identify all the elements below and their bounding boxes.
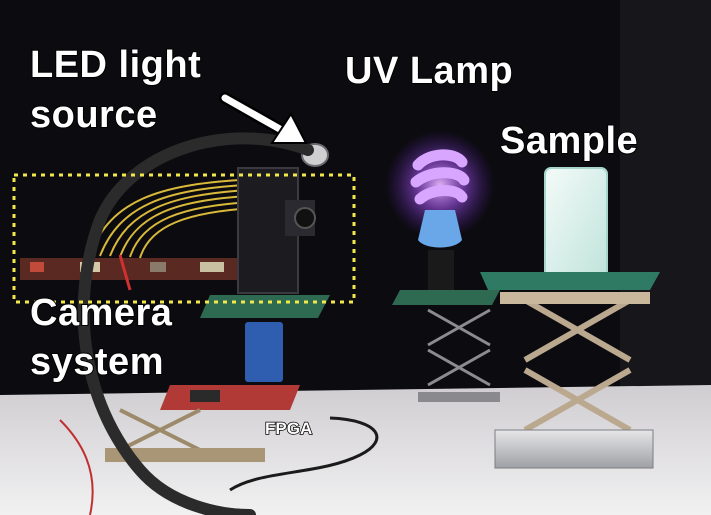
table-surface xyxy=(0,385,711,515)
uv-lamp-socket xyxy=(428,250,454,290)
sample-lab-jack xyxy=(523,297,632,433)
uv-lab-jack xyxy=(427,308,491,387)
fpga-cable xyxy=(229,416,379,492)
led-source-label-line2: source xyxy=(29,94,158,136)
uv-spiral-bulb xyxy=(410,149,470,205)
arrow-icon xyxy=(219,92,308,144)
uv-jack-base xyxy=(418,392,500,402)
fpga-board xyxy=(160,385,300,410)
sample-block xyxy=(544,167,608,281)
fpga-label: FPGA xyxy=(264,419,313,438)
uv-lamp-base xyxy=(418,210,462,248)
uv-glow xyxy=(385,130,495,240)
yellow-wires xyxy=(89,179,255,259)
sample-stage-platform xyxy=(480,272,660,290)
camera-stage-platform xyxy=(200,295,330,318)
camera-lab-jack xyxy=(119,408,201,452)
camera-system-label-line2: system xyxy=(29,341,164,383)
camera-system xyxy=(20,132,379,515)
uv-stage-platform xyxy=(392,290,500,305)
uv-lamp xyxy=(385,130,500,402)
sample-assembly xyxy=(480,167,660,469)
camera-jack-base xyxy=(105,448,265,462)
uv-lamp-label: UV Lamp xyxy=(344,50,514,92)
fiber-cable xyxy=(77,132,314,515)
sample-jack-base xyxy=(494,429,654,469)
sample-label: Sample xyxy=(499,120,639,162)
blue-module xyxy=(245,322,283,382)
led-source-label-line1: LED light xyxy=(29,44,202,86)
right-wall xyxy=(620,0,711,400)
camera-system-label-line1: Camera xyxy=(29,292,173,334)
